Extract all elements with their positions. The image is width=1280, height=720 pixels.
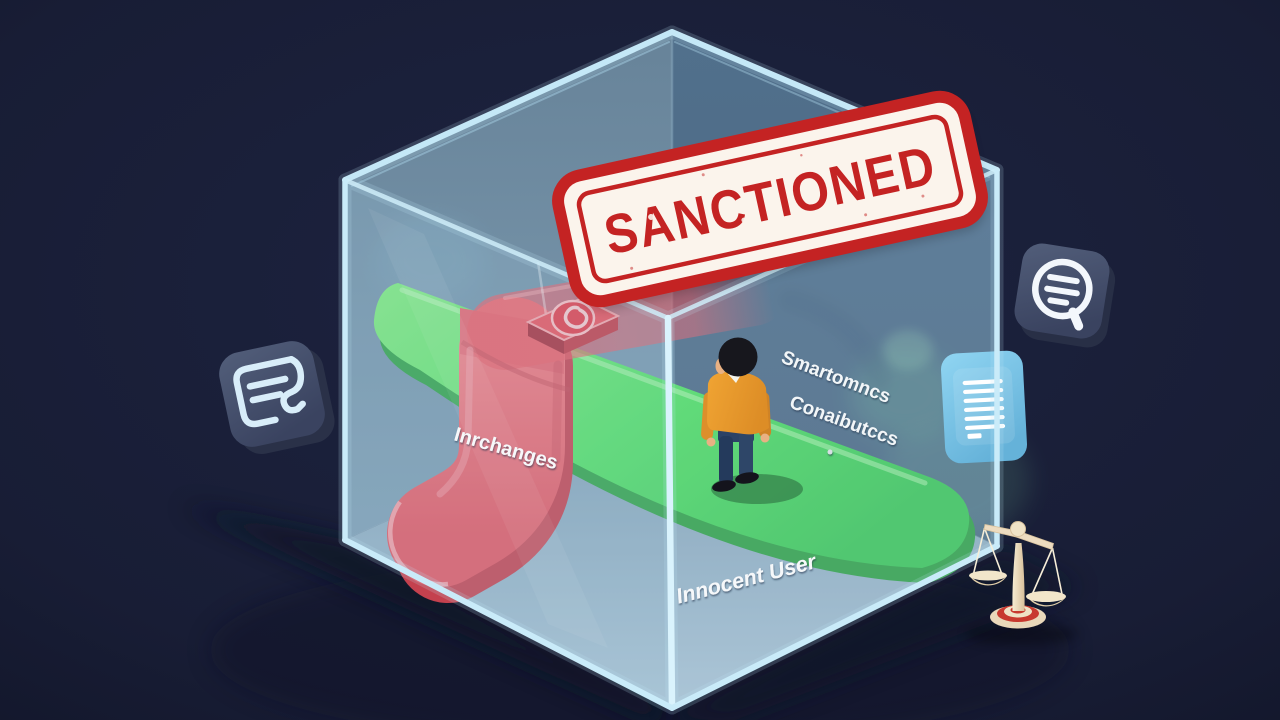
scales-left-string-b (983, 527, 1004, 578)
edge-bottom-left (342, 537, 675, 711)
scales-left-string-a (972, 527, 986, 577)
person-right-shoe (735, 472, 759, 484)
document-lines-icon (940, 350, 1028, 464)
red-face-shade (551, 360, 563, 465)
red-path-face (387, 297, 565, 587)
person-left-hand (706, 437, 716, 447)
interior-swirl-1 (779, 289, 891, 391)
glass-face-right (668, 170, 997, 706)
scales-shadow (965, 623, 1077, 645)
red-arch-fold (460, 339, 571, 393)
glass-face-left (345, 180, 672, 706)
rim-top-left-inner (351, 41, 670, 187)
emblem-side-left (528, 322, 564, 354)
person-left-shoe (712, 480, 736, 492)
edge-front-corner (664, 314, 676, 710)
justice-scales-icon (965, 521, 1077, 645)
sanctioned-stamp: SANCTIONED (552, 90, 988, 311)
document-pen-icon (219, 341, 335, 454)
person-figure (701, 337, 803, 504)
scales-column (1012, 543, 1025, 611)
edge-bottom-right (669, 543, 1000, 711)
interior-glow-green-3 (883, 330, 933, 370)
person-shadow (711, 474, 803, 504)
stamp-distress-specks (606, 140, 935, 258)
scales-beam (983, 524, 1054, 551)
rim-top-left (342, 29, 675, 183)
person-jacket (707, 372, 769, 435)
scales-right-string-a (1030, 547, 1054, 598)
scales-right-string-b (1051, 547, 1064, 600)
person-hair (718, 337, 758, 377)
chat-search-icon (1014, 243, 1116, 348)
cube-shadow-left (180, 505, 672, 720)
glass-front-faces (345, 170, 997, 706)
emblem-swirl (563, 305, 589, 329)
stamp-red-specks (630, 154, 925, 270)
wall-label-period (827, 449, 833, 455)
top-right-icon-glyph (1032, 258, 1093, 331)
left-icon-glyph (233, 355, 306, 428)
person-right-hand (760, 433, 770, 443)
stamp-body (552, 90, 988, 308)
emblem-side-right (564, 316, 618, 354)
scales-right-pan-bowl (1027, 596, 1066, 607)
doc-icon-page (952, 366, 1015, 446)
scales-left-pan-bowl (969, 575, 1007, 586)
red-face-highlight (436, 346, 474, 498)
scales-right-pan (1026, 591, 1066, 602)
stamp-inner-border (576, 114, 964, 284)
person-right-leg (739, 432, 753, 478)
doc-icon-tab (967, 433, 982, 439)
glass-reflection-streak (368, 208, 608, 648)
cube-shadow-right (672, 548, 1080, 720)
interior-glow-left (375, 215, 485, 305)
scales-top-ball (1010, 521, 1026, 537)
person-left-leg (719, 436, 733, 484)
scales-left-pan (969, 570, 1007, 581)
